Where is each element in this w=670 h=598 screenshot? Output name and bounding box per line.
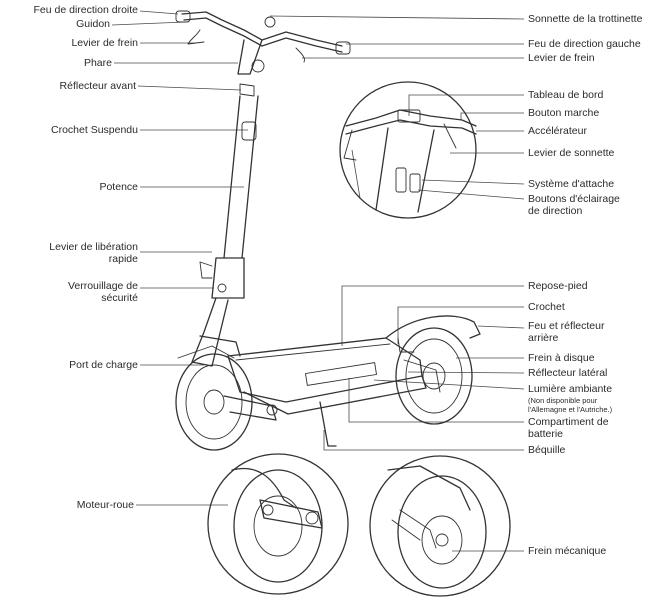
label-bell-lever: Levier de sonnette: [528, 147, 615, 159]
label-front-reflector: Réflecteur avant: [59, 80, 136, 92]
label-rear-light-line1: Feu et réflecteur: [528, 320, 605, 332]
label-charging-port: Port de charge: [69, 359, 138, 371]
label-battery-compartment-line1: Compartiment de: [528, 416, 609, 428]
label-attachment-system: Système d'attache: [528, 178, 615, 190]
label-ambient-light-note-line2: l'Allemagne et l'Autriche.): [528, 405, 613, 414]
label-brake-lever-right: Levier de frein: [528, 52, 595, 64]
label-hook: Crochet: [528, 301, 565, 313]
label-mechanical-brake: Frein mécanique: [528, 545, 607, 557]
label-safety-lock-line2: sécurité: [101, 292, 138, 304]
label-bell: Sonnette de la trottinette: [528, 13, 643, 25]
scooter-main: [175, 10, 481, 451]
label-safety-lock-line1: Verrouillage de: [67, 280, 138, 292]
label-power-button: Bouton marche: [528, 107, 600, 119]
label-turn-signal-buttons: Boutons d'éclairage de direction: [528, 193, 620, 217]
detail-cockpit: [339, 81, 477, 219]
label-hanging-hook: Crochet Suspendu: [51, 124, 138, 136]
detail-mechanical-brake: [369, 455, 511, 597]
label-handlebar: Guidon: [76, 18, 110, 30]
label-ambient-light-note-line1: (Non disponible pour: [528, 396, 598, 405]
label-rear-light-line2: arrière: [528, 332, 559, 344]
label-ambient-light-note: (Non disponible pour l'Allemagne et l'Au…: [528, 396, 612, 414]
label-turn-signal-buttons-line2: de direction: [528, 205, 583, 217]
label-disc-brake: Frein à disque: [528, 352, 595, 364]
label-quick-release: Levier de libération rapide: [49, 241, 138, 265]
leader-lines-left: [111, 10, 248, 506]
label-ambient-light: Lumière ambiante: [528, 383, 613, 395]
label-footrest: Repose-pied: [528, 280, 588, 292]
label-stem: Potence: [99, 181, 138, 193]
label-turn-signal-buttons-line1: Boutons d'éclairage: [528, 193, 620, 205]
label-safety-lock: Verrouillage de sécurité: [68, 280, 138, 304]
label-dashboard: Tableau de bord: [528, 89, 604, 101]
label-brake-lever-left: Levier de frein: [71, 37, 138, 49]
label-quick-release-line2: rapide: [108, 253, 138, 265]
leader-lines-right: [269, 15, 525, 552]
label-side-reflector: Réflecteur latéral: [528, 367, 608, 379]
label-rear-light: Feu et réflecteur arrière: [528, 320, 604, 344]
label-battery-compartment-line2: batterie: [528, 428, 564, 440]
label-quick-release-line1: Levier de libération: [49, 241, 138, 253]
label-left-turn-signal: Feu de direction gauche: [528, 38, 641, 50]
label-headlight: Phare: [83, 57, 112, 69]
label-right-turn-signal: Feu de direction droite: [33, 4, 138, 16]
label-hub-motor: Moteur-roue: [76, 499, 134, 511]
detail-hub-motor: [207, 453, 349, 595]
label-battery-compartment: Compartiment de batterie: [528, 416, 609, 440]
label-throttle: Accélérateur: [528, 125, 587, 137]
label-kickstand: Béquille: [528, 444, 566, 456]
